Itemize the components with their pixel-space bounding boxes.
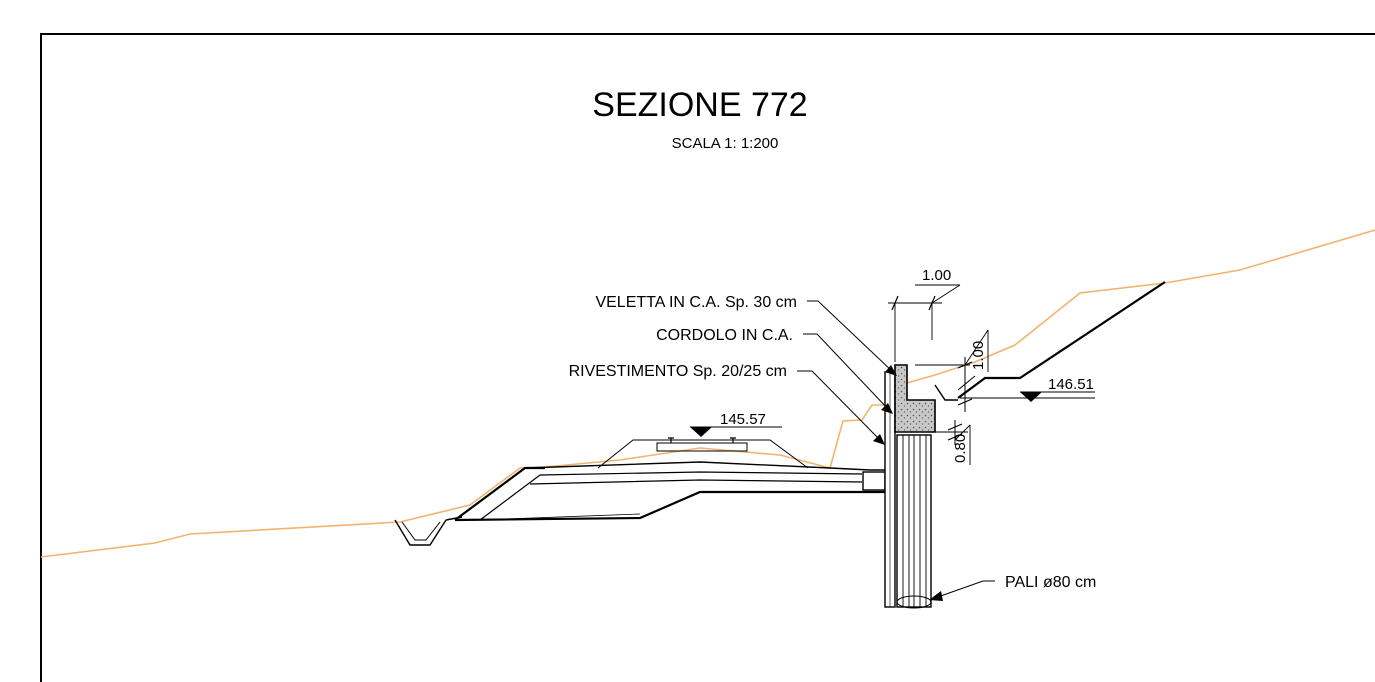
label-rivestimento: RIVESTIMENTO Sp. 20/25 cm (569, 363, 787, 380)
label-cordolo: CORDOLO IN C.A. (656, 327, 793, 344)
upper-slope (957, 281, 1166, 399)
dim-height-tick-bottom (957, 398, 973, 406)
rail-left-icon (668, 437, 674, 443)
side-drain-box (862, 471, 886, 491)
upper-slope-cap (934, 384, 958, 401)
dim-width-leader (931, 284, 961, 304)
cordolo-height-dimension: 1.00 (970, 341, 987, 370)
arrow-rivestimento-icon (873, 434, 885, 445)
top-elevation-triangle-icon (1020, 392, 1042, 402)
leader-cordolo (803, 333, 890, 411)
formation-bottom (454, 490, 895, 522)
arrow-pali-icon (929, 591, 943, 601)
piles (896, 434, 932, 609)
track-ballast (597, 439, 809, 469)
arrow-veletta-icon (885, 365, 897, 376)
cordolo-depth-dimension: 0.80 (952, 434, 969, 463)
track-elevation: 145.57 (720, 411, 766, 428)
embankment-slope (454, 466, 545, 521)
label-veletta: VELETTA IN C.A. Sp. 30 cm (595, 294, 797, 311)
arrow-cordolo-icon (881, 403, 893, 414)
embankment-slope-inner (479, 474, 541, 521)
formation-bottom-inner (479, 513, 641, 521)
label-pali: PALI ø80 cm (1005, 574, 1096, 591)
dim-depth-tick-top (947, 423, 963, 431)
top-elevation: 146.51 (1048, 376, 1094, 393)
drainage-ditch-inner (401, 521, 441, 541)
leader-pali (934, 580, 995, 599)
formation-layer-1 (539, 471, 863, 476)
dim-depth-leader (954, 424, 971, 441)
rail-right-icon (730, 437, 736, 443)
formation-top (524, 461, 885, 471)
veletta (894, 364, 936, 433)
track-elevation-triangle-icon (690, 427, 712, 437)
dim-height-leader (964, 329, 989, 366)
terrain-profile (40, 229, 1375, 558)
drainage-ditch (394, 519, 447, 546)
section-scale: SCALA 1: 1:200 (672, 135, 779, 152)
formation-layer-2 (529, 479, 863, 485)
drawing-frame (40, 33, 1375, 682)
track-sleeper (656, 442, 748, 452)
leader-veletta (807, 300, 894, 373)
veletta-width-dimension: 1.00 (922, 267, 951, 284)
section-title: SEZIONE 772 (592, 86, 807, 124)
leader-rivestimento (797, 370, 882, 442)
upper-slope-inner (957, 375, 976, 391)
